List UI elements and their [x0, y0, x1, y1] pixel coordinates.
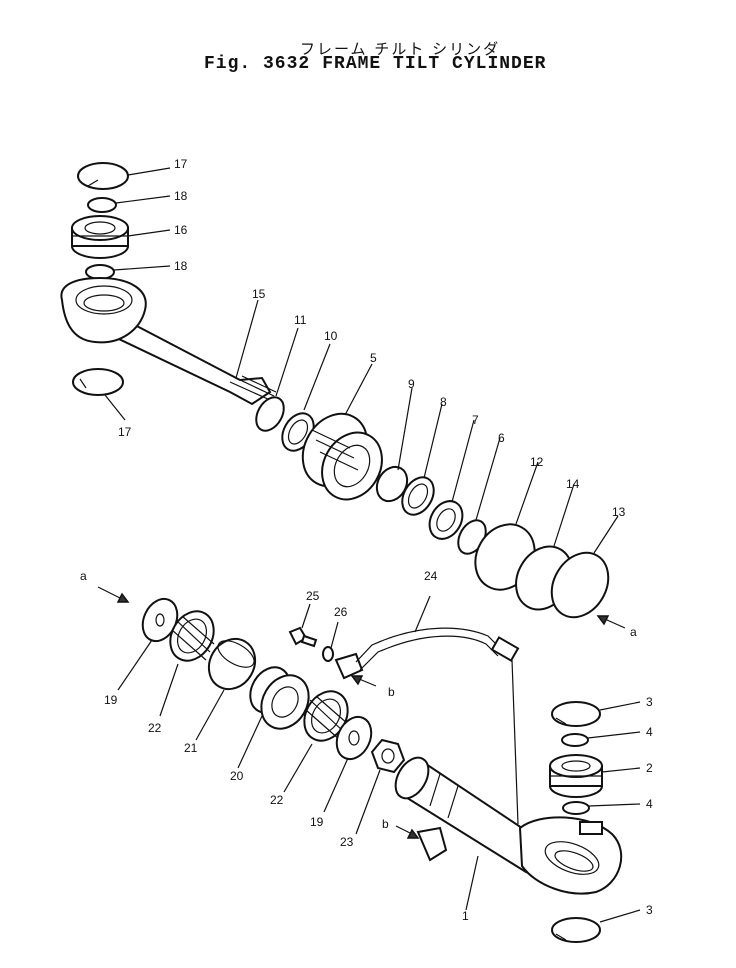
figure-number: Fig. 3632 [204, 54, 311, 74]
callout-17-upper: 17 [174, 157, 188, 171]
part-2-spherical-bushing [549, 754, 641, 798]
part-5-cylinder-head [301, 363, 383, 501]
part-16-spherical-bushing [71, 215, 171, 259]
reference-label-a-right: a [630, 625, 637, 639]
callout-20: 20 [230, 769, 244, 783]
callout-2: 2 [646, 761, 653, 775]
callout-7: 7 [472, 413, 479, 427]
reference-label-b-lower: b [382, 817, 389, 831]
callout-9: 9 [408, 377, 415, 391]
callout-13: 13 [612, 505, 626, 519]
part-17-snap-ring-upper [77, 162, 171, 190]
part-7-backup-ring [428, 419, 475, 540]
part-25-bolt [288, 603, 318, 648]
callout-11: 11 [294, 313, 307, 327]
part-18-o-ring-upper [87, 195, 171, 213]
callout-18-lower: 18 [174, 259, 188, 273]
part-3-snap-ring-lower [551, 909, 641, 943]
callout-12: 12 [530, 455, 544, 469]
figure-name: FRAME TILT CYLINDER [322, 54, 547, 74]
part-13-o-ring [550, 515, 619, 619]
callout-21: 21 [184, 741, 198, 755]
reference-label-b-upper: b [388, 685, 395, 699]
callout-19-right: 19 [310, 815, 324, 829]
part-18-o-ring-lower [85, 264, 171, 280]
part-1-cylinder-tube [394, 756, 623, 911]
part-22-piston-ring-left [159, 610, 215, 717]
reference-arrow-a-left [97, 586, 130, 603]
reference-arrow-b-lower [395, 825, 420, 839]
figure-title-japanese: フレーム チルト シリンダ [300, 40, 501, 58]
callout-22-right: 22 [270, 793, 284, 807]
part-3-snap-ring-upper [551, 701, 641, 727]
part-20-piston [237, 666, 310, 769]
callout-3-upper: 3 [646, 695, 653, 709]
callout-25: 25 [306, 589, 320, 603]
callout-6: 6 [498, 431, 505, 445]
part-24-pipe [334, 595, 520, 825]
part-26-lock-washer [322, 621, 339, 662]
reference-label-a-left: a [80, 569, 87, 583]
callout-19-left: 19 [104, 693, 118, 707]
callout-22-left: 22 [148, 721, 162, 735]
part-21-bushing [195, 637, 257, 741]
part-17-snap-ring-lower [72, 368, 126, 421]
part-4-o-ring-upper [561, 731, 641, 747]
callout-3-lower: 3 [646, 903, 653, 917]
callout-4-upper: 4 [646, 725, 653, 739]
callout-23: 23 [340, 835, 354, 849]
callout-5: 5 [370, 351, 377, 365]
callout-10: 10 [324, 329, 338, 343]
part-15-piston-rod [60, 276, 277, 406]
part-4-o-ring-lower [562, 801, 641, 815]
part-11-backup-ring [255, 327, 299, 432]
callout-8: 8 [440, 395, 447, 409]
callout-18-upper: 18 [174, 189, 188, 203]
figure-title: Fig. 3632 FRAME TILT CYLINDER [204, 54, 558, 74]
part-23-nut [355, 738, 406, 835]
callout-4-lower: 4 [646, 797, 653, 811]
callout-15: 15 [252, 287, 266, 301]
part-22-piston-ring-right [283, 690, 349, 793]
reference-arrow-a-right [596, 615, 626, 629]
callout-1: 1 [462, 909, 469, 923]
part-9-bushing [375, 387, 413, 503]
callout-16: 16 [174, 223, 188, 237]
reference-arrow-b-upper [350, 675, 377, 687]
callout-14: 14 [566, 477, 580, 491]
callout-17-lower: 17 [118, 425, 132, 439]
callout-26: 26 [334, 605, 348, 619]
part-8-rod-packing [401, 403, 443, 516]
callout-24: 24 [424, 569, 438, 583]
part-19-washer-right [323, 715, 373, 813]
